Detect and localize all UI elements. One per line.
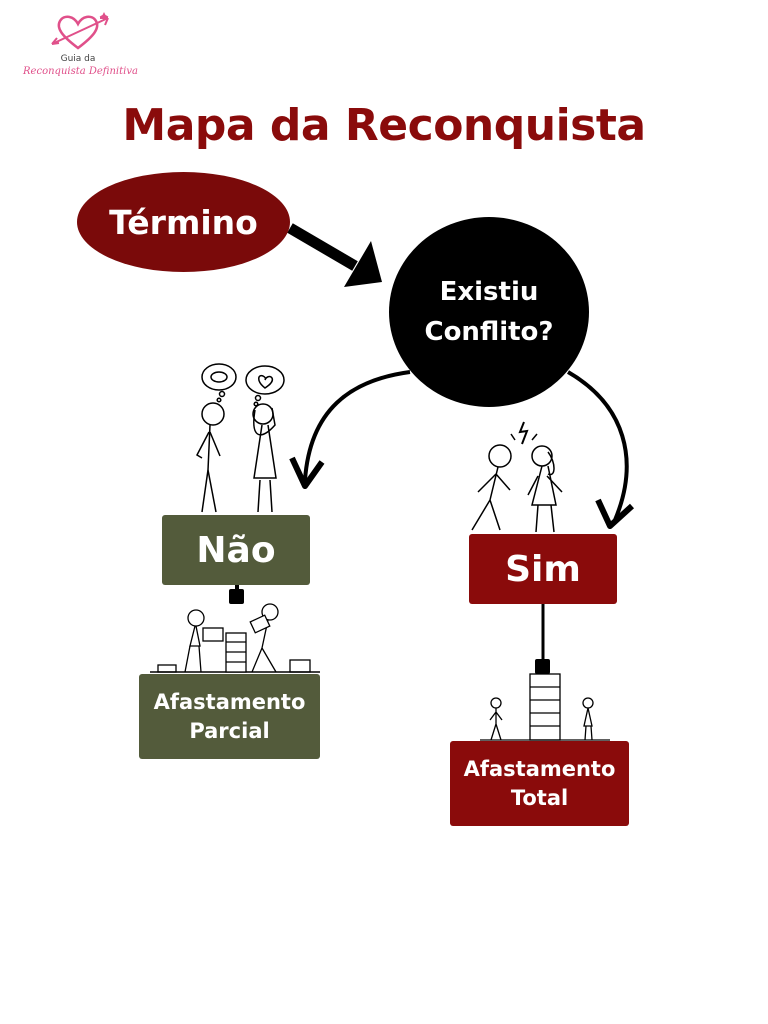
nao-label: Não bbox=[196, 529, 276, 571]
heart-arrow-icon bbox=[51, 12, 109, 50]
sim-label: Sim bbox=[505, 548, 581, 590]
afastamento-total-node: Afastamento Total bbox=[450, 741, 629, 826]
page-title: Mapa da Reconquista bbox=[122, 100, 646, 151]
full-wall-illustration bbox=[480, 673, 610, 741]
termino-node: Término bbox=[77, 172, 290, 272]
conflito-label-line2: Conflito? bbox=[424, 317, 554, 347]
logo-line2: Reconquista Definitiva bbox=[23, 66, 138, 77]
total-label-line1: Afastamento bbox=[463, 756, 616, 781]
logo: Guia da Reconquista Definitiva bbox=[18, 10, 143, 82]
parcial-label-line2: Parcial bbox=[189, 718, 270, 743]
arrow-conflito-to-sim bbox=[566, 370, 635, 529]
sim-node: Sim bbox=[469, 534, 617, 604]
arrow-termino-to-conflito bbox=[287, 223, 382, 287]
logo-line1: Guia da bbox=[60, 54, 96, 64]
total-label-line2: Total bbox=[510, 785, 569, 810]
arrow-conflito-to-nao bbox=[289, 370, 411, 489]
parcial-label-line1: Afastamento bbox=[153, 689, 306, 714]
nao-node: Não bbox=[162, 515, 310, 585]
couple-arguing-illustration bbox=[471, 421, 563, 533]
afastamento-parcial-node: Afastamento Parcial bbox=[139, 674, 320, 759]
conflito-label-line1: Existiu bbox=[439, 277, 539, 307]
termino-label: Término bbox=[109, 202, 258, 242]
couple-calm-illustration bbox=[196, 363, 285, 513]
conflito-node: Existiu Conflito? bbox=[389, 217, 589, 407]
partial-wall-illustration bbox=[150, 603, 320, 673]
